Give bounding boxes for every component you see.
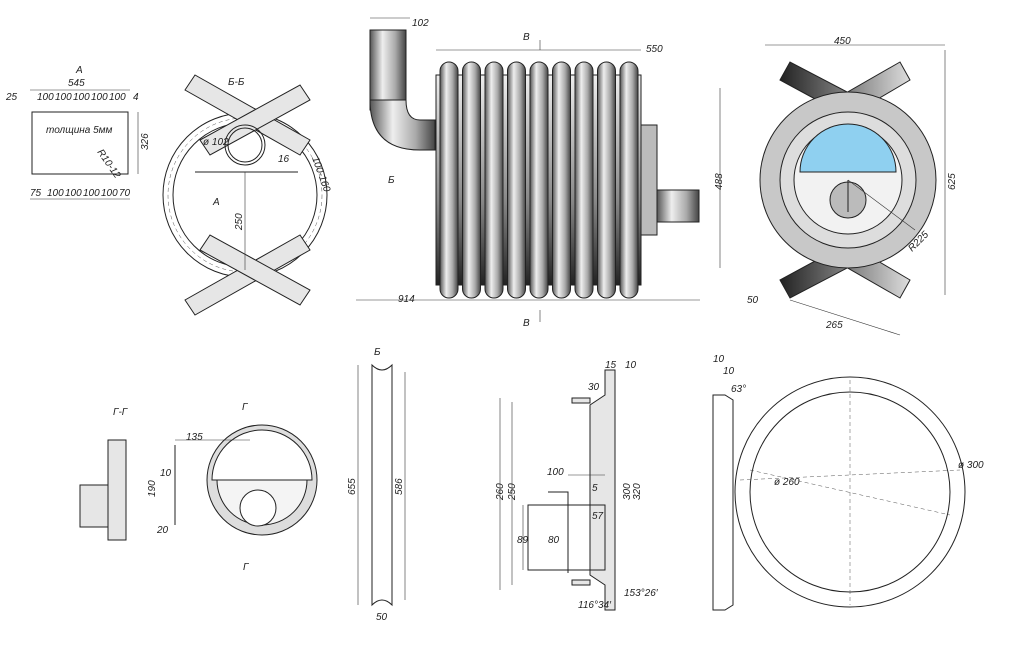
dimension-label: Г (242, 402, 249, 413)
dimension-label: А (212, 197, 220, 208)
dimension-label: 100 (83, 188, 100, 199)
dimension-label: 190 (147, 480, 158, 497)
dimension-label: 63° (731, 384, 746, 395)
dimension-label: 80 (548, 535, 560, 546)
dimension-label: 135 (186, 432, 203, 443)
convection-tube (529, 61, 549, 299)
convection-tube (439, 61, 459, 299)
dimension-label: 265 (825, 320, 843, 331)
dimension-label: 625 (947, 173, 958, 190)
convection-tube (597, 61, 616, 299)
dimension-label: R10-12 (95, 147, 123, 181)
view-b-ring: Б 655 586 50 (347, 347, 406, 623)
section-bb: Б-Б ø 102 16 100-160 А 250 (162, 74, 332, 316)
dimension-label: 100 (101, 188, 118, 199)
dimension-label: ø 300 (958, 460, 984, 471)
dimension-label: 10 (723, 366, 735, 377)
dimension-label: 4 (133, 92, 139, 103)
dimension-label: 100 (547, 467, 564, 478)
dimension-label: 25 (5, 92, 18, 103)
dimension-label: 655 (347, 478, 358, 495)
door-section: 15 10 30 100 5 260 250 300 320 57 89 80 … (495, 360, 659, 611)
dimension-label: Г-Г (113, 407, 129, 418)
dimension-label: 30 (588, 382, 600, 393)
dimension-label: 326 (140, 133, 151, 150)
dimension-label: В (523, 32, 530, 43)
dimension-label: 260 (495, 483, 506, 501)
dimension-label: 57 (592, 511, 604, 522)
dimension-label: Б (374, 347, 381, 358)
dimension-label: 89 (517, 535, 529, 546)
dimension-label: 914 (398, 294, 415, 305)
dimension-label: 10 (160, 468, 172, 479)
dimension-label: 15 (605, 360, 617, 371)
dimension-label: 10 (625, 360, 637, 371)
convection-tube (574, 61, 594, 299)
convection-tube (462, 61, 481, 299)
dimension-label: 550 (646, 44, 663, 55)
dimension-label: 100 (55, 92, 72, 103)
convection-tube (552, 61, 571, 299)
dimension-label: 250 (234, 213, 245, 231)
dimension-label: 100 (47, 188, 64, 199)
dimension-label: 153°26′ (624, 588, 659, 599)
dimension-label: 100 (73, 92, 90, 103)
dimension-label: Г (243, 562, 250, 573)
dimension-label: 100 (91, 92, 108, 103)
dimension-label: 545 (68, 78, 85, 89)
convection-tube (507, 61, 526, 299)
stove-front-view: 450 488 625 R225 50 265 (714, 36, 958, 336)
glass-ring: 10 10 63° ø 260 ø 300 (712, 354, 984, 611)
dimension-label: ø 260 (774, 477, 800, 488)
dimension-label: 300 (622, 483, 633, 500)
dimension-label: 100 (65, 188, 82, 199)
dimension-label: 488 (714, 173, 725, 190)
glass-window (799, 123, 897, 173)
convection-tube (484, 61, 504, 299)
dimension-label: 5 (592, 483, 598, 494)
dimension-label: 70 (119, 188, 131, 199)
dimension-label: толщина 5мм (46, 125, 113, 136)
dimension-label: 320 (632, 483, 643, 500)
dimension-label: 100-160 (309, 155, 332, 194)
dimension-label: Б (388, 175, 395, 186)
dimension-label: ø 102 (203, 137, 229, 148)
stove-side-view: 102 В 550 Б 914 В (356, 17, 700, 329)
dimension-label: 20 (156, 525, 169, 536)
convection-tube (619, 61, 639, 299)
dimension-label: 450 (834, 36, 851, 47)
dimension-label: 250 (507, 483, 518, 501)
dimension-label: 75 (30, 188, 42, 199)
dimension-label: 50 (376, 612, 388, 623)
dimension-label: 100 (109, 92, 126, 103)
dimension-label: 10 (713, 354, 725, 365)
dimension-label: 586 (394, 478, 405, 495)
section-gg: Г-Г 135 Г 10 190 20 Г (79, 402, 318, 573)
dimension-label: 16 (278, 154, 290, 165)
dimension-label: Б-Б (228, 77, 245, 88)
dimension-label: В (523, 318, 530, 329)
dimension-label: 116°34′ (578, 600, 612, 611)
dimension-label: 100 (37, 92, 54, 103)
dimension-label: А (75, 65, 83, 76)
dimension-label: 102 (412, 18, 429, 29)
dimension-label: 50 (747, 295, 759, 306)
